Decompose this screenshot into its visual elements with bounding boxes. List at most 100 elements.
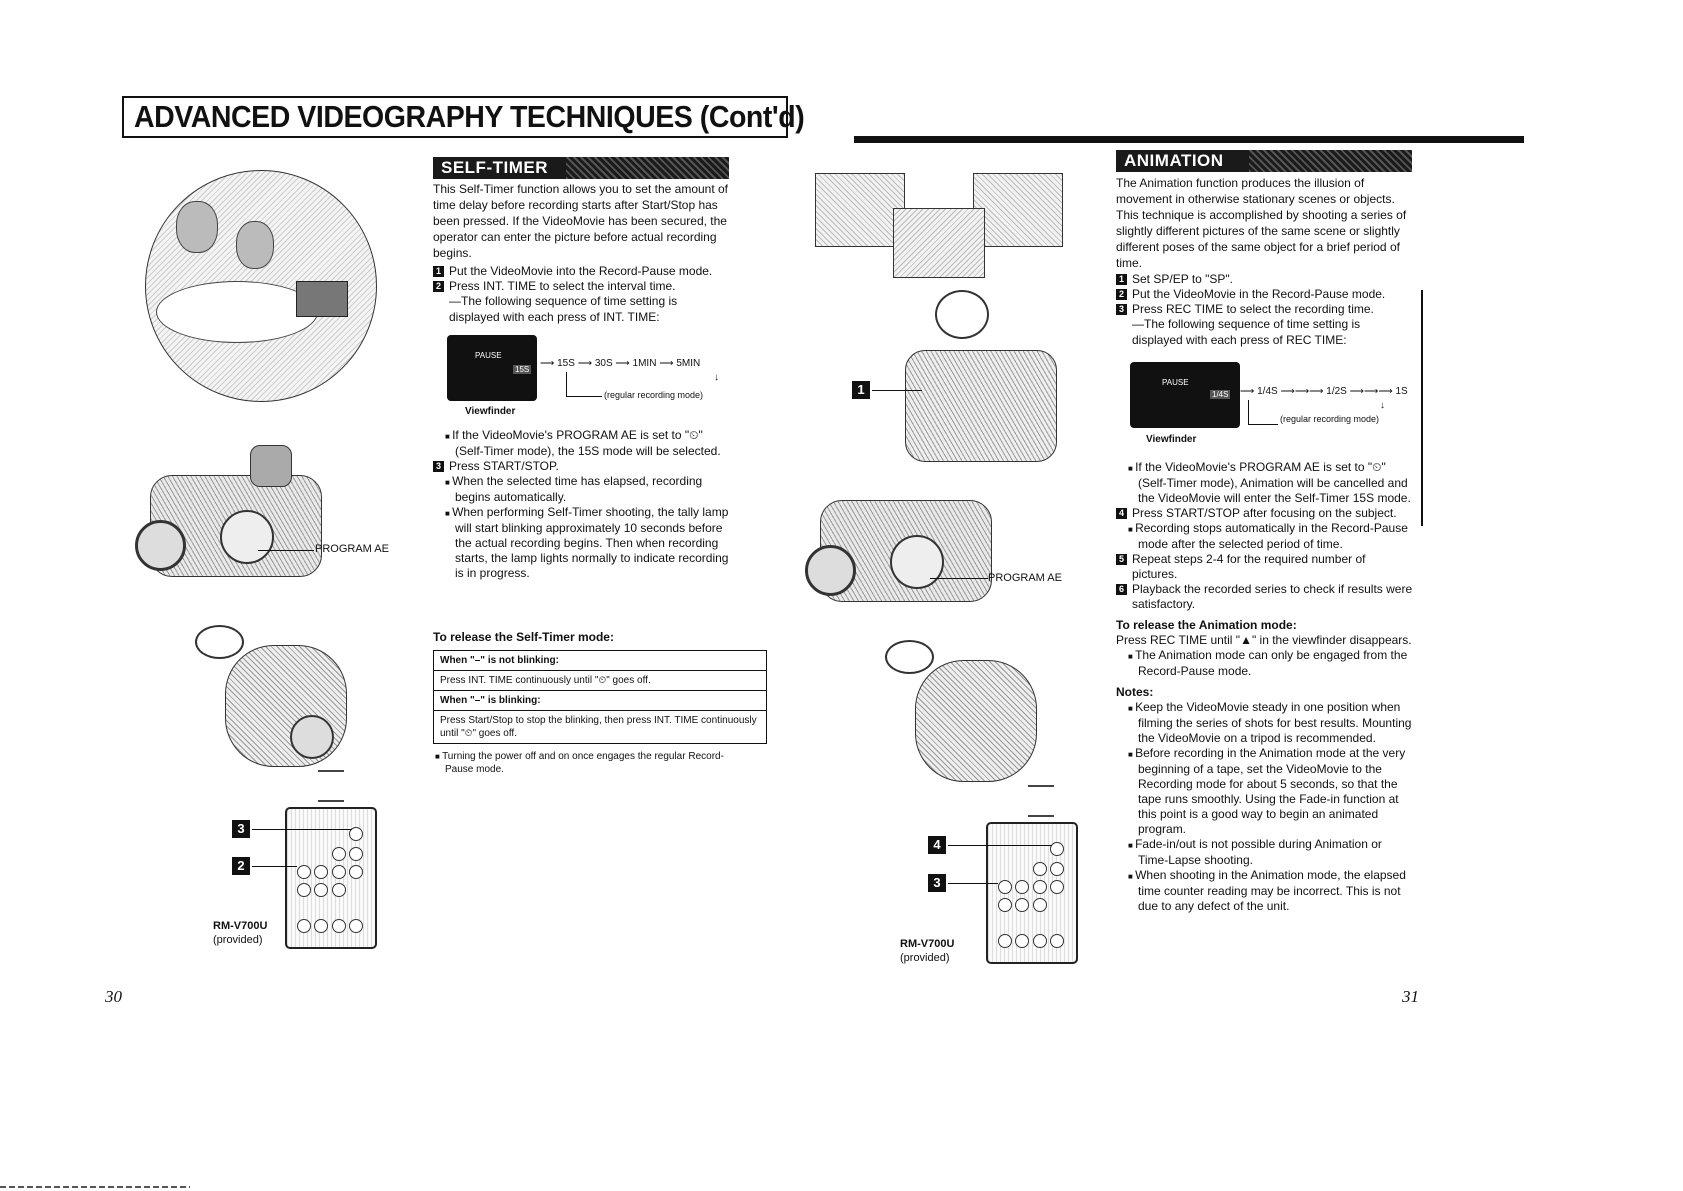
camcorder-side-illustration-right [800,470,1000,610]
self-timer-step-3-bullet-1: When the selected time has elapsed, reco… [433,474,729,505]
self-timer-sequence: ⟶ 15S ⟶ 30S ⟶ 1MIN ⟶ 5MIN [540,358,700,369]
remote-provided-label-right: (provided) [900,952,950,964]
program-ae-label-right: PROGRAM AE [988,572,1062,584]
arrow-icon: ⟶⟶⟶ [1349,386,1396,397]
release-row-1: When "–" is not blinking: [433,650,767,671]
scan-artifact-line [0,1186,190,1188]
program-ae-leader [258,550,314,551]
program-ae-leader-right [930,578,988,579]
page-number-left: 30 [105,987,122,1006]
animation-note-1: Keep the VideoMovie steady in one positi… [1116,700,1414,746]
camcorder-rear-illustration [905,290,1065,465]
release-row-3: When "–" is blinking: [433,690,767,711]
self-timer-heading-bar: SELF-TIMER [433,157,729,179]
remote-callout-3-right: 3 [928,874,946,892]
remote-callout-4-line [948,845,1052,846]
animation-regular-mode: (regular recording mode) [1280,414,1380,424]
title-frame-edge [786,96,788,138]
remote-callout-4: 4 [928,836,946,854]
animation-note-4: When shooting in the Animation mode, the… [1116,868,1414,914]
seq-5min: 5MIN [676,358,701,369]
animation-release-heading: To release the Animation mode: [1116,618,1297,632]
viewfinder-pause-text: PAUSE [475,351,502,360]
self-timer-heading: SELF-TIMER [441,158,548,177]
sequence-return-line-h [566,396,602,397]
arrow-icon: ⟶⟶⟶ [1280,386,1327,397]
seq-1s: 1S [1395,386,1408,397]
self-timer-release-table: When "–" is not blinking: Press INT. TIM… [433,650,767,744]
remote-signal-icon [318,770,344,802]
release-row-2: Press INT. TIME continuously until "⏲" g… [433,670,767,691]
animation-note-3: Fade-in/out is not possible during Anima… [1116,837,1414,868]
camcorder-top-illustration-right [885,640,1055,790]
remote-callout-2: 2 [232,857,250,875]
sequence-return-line [566,372,567,396]
remote-control-illustration-right [986,822,1078,964]
step-1-callout: 1 [852,381,870,399]
seq-1-2s: 1/2S [1326,386,1347,397]
seq-30s: 30S [594,358,613,369]
seq-15s: 15S [557,358,575,369]
animation-notes-heading: Notes: [1116,685,1154,699]
self-timer-regular-mode: (regular recording mode) [604,390,704,400]
animation-viewfinder-screen: PAUSE 1/4S [1130,362,1240,428]
sequence-return-arrow: ↓ [714,372,719,383]
animation-step-4-bullet: Recording stops automatically in the Rec… [1116,521,1414,552]
arrow-icon: ⟶ [540,358,558,369]
release-row-4: Press Start/Stop to stop the blinking, t… [433,710,767,744]
step-1-callout-line [872,390,922,391]
remote-callout-3-line [252,829,352,830]
animation-frame-3 [973,173,1063,247]
change-bar [1421,290,1423,526]
self-timer-viewfinder-caption: Viewfinder [465,406,516,417]
self-timer-notes: If the VideoMovie's PROGRAM AE is set to… [433,428,729,581]
dinner-scene-illustration [145,170,377,402]
animation-ae-note: If the VideoMovie's PROGRAM AE is set to… [1116,460,1414,506]
animation-release-bullet: The Animation mode can only be engaged f… [1116,648,1414,679]
animation-frame-1 [815,173,905,247]
arrow-icon: ⟶ [615,358,633,369]
camcorder-top-illustration [195,625,355,775]
anim-viewfinder-pause-text: PAUSE [1162,378,1189,387]
self-timer-power-note: Turning the power off and on once engage… [423,750,751,776]
seq-1min: 1MIN [632,358,657,369]
anim-sequence-return-arrow: ↓ [1380,400,1385,411]
animation-sequence: ⟶ 1/4S ⟶⟶⟶ 1/2S ⟶⟶⟶ 1S [1240,386,1408,397]
self-timer-intro: This Self-Timer function allows you to s… [433,182,729,260]
animation-heading: ANIMATION [1124,151,1224,170]
animation-release-text: Press REC TIME until "▲" in the viewfind… [1116,633,1412,647]
arrow-icon: ⟶ [577,358,595,369]
title-frame [122,96,787,138]
animation-notes: If the VideoMovie's PROGRAM AE is set to… [1116,460,1414,914]
animation-note-2: Before recording in the Animation mode a… [1116,746,1414,837]
remote-model-label-right: RM-V700U [900,938,955,950]
remote-callout-3: 3 [232,820,250,838]
arrow-icon: ⟶ [659,358,677,369]
self-timer-viewfinder-screen: PAUSE 15S [447,335,537,401]
self-timer-step-3-bullet-2: When performing Self-Timer shooting, the… [433,505,729,581]
remote-control-illustration [285,807,377,949]
anim-sequence-return-line [1248,400,1249,424]
program-ae-label: PROGRAM AE [315,543,389,555]
remote-signal-icon-right [1028,785,1054,817]
page-number-right: 31 [1402,987,1419,1006]
self-timer-sequence-note: —The following sequence of time setting … [449,294,678,324]
right-page-rule [854,136,1524,143]
self-timer-ae-note: If the VideoMovie's PROGRAM AE is set to… [433,428,729,459]
remote-callout-2-line [252,866,297,867]
camcorder-side-illustration [130,445,330,585]
animation-viewfinder-caption: Viewfinder [1146,434,1197,445]
remote-callout-3-right-line [948,883,998,884]
animation-heading-bar: ANIMATION [1116,150,1412,172]
